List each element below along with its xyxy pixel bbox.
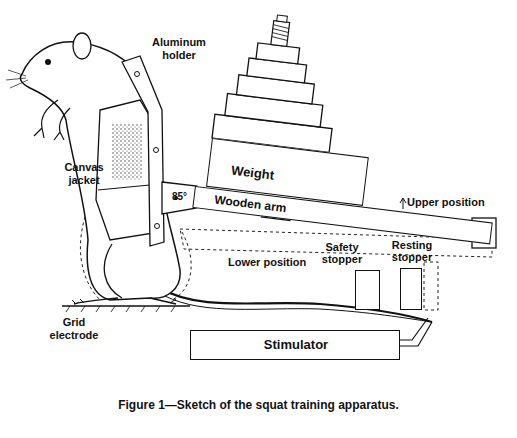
figure-caption: Figure 1—Sketch of the squat training ap… [0,398,517,412]
node-label: Resting stopper [383,239,441,263]
part-label: Grid electrode [46,316,102,341]
wire [400,318,428,340]
rat-eye [45,59,51,65]
aluminum-holder [122,56,164,246]
part-label: Aluminum holder [148,36,210,61]
jacket-stipple [112,124,142,180]
weight-plate [256,43,300,64]
resting-stopper: Resting stopper [400,268,422,310]
bolt-cap [277,15,288,22]
position-label: Upper position [407,196,485,209]
rat-toes [72,299,176,304]
holder-screw [155,224,160,229]
safety-stopper: Safety stopper [355,270,380,310]
holder-screw [135,72,140,77]
stimulator-box: Stimulator [190,330,400,360]
node-label: Stimulator [191,338,401,352]
rat-ear [73,33,91,59]
bolt-thread [272,25,290,41]
angle-label: 85° [172,191,187,203]
stopper-outline [424,262,438,310]
rat-tail [165,296,432,322]
rat-body [20,42,180,300]
arm-bracket [162,182,197,214]
rat-foot [74,298,176,304]
rat-whiskers [6,70,28,88]
rat-tail [160,288,432,322]
position-label: Lower position [228,256,306,269]
grid-electrode [66,306,175,312]
part-label: Canvas jacket [58,161,110,186]
rat-hindleg [104,244,122,298]
position-arrow [400,198,406,209]
holder-screw [154,148,159,153]
rat-forelimb [34,100,70,140]
weight-bolt [271,21,290,47]
grid-electrode [62,305,190,307]
node-label: Weight [230,164,341,192]
node-label: Safety stopper [312,241,372,265]
